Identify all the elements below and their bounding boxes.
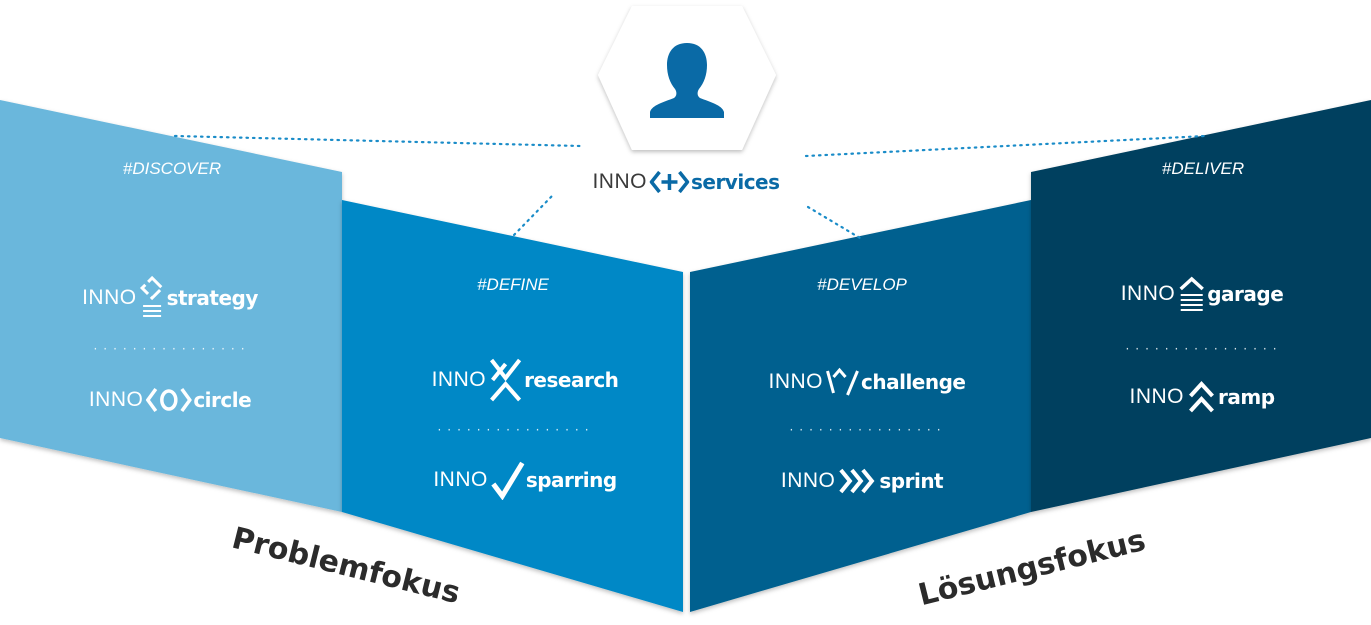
separator-dots: ················ <box>1125 342 1283 356</box>
logo-word: sparring <box>525 468 617 492</box>
panel-develop <box>690 200 1031 612</box>
separator-dots: ················ <box>789 423 947 437</box>
brand-word: services <box>690 170 780 194</box>
brand-prefix: INNO <box>592 170 647 193</box>
logo-inno-ramp: INNO ramp <box>1129 380 1275 414</box>
triple-chevron-icon <box>838 468 874 494</box>
double-chevron-up-icon <box>1188 381 1214 413</box>
logo-word: sprint <box>879 469 944 493</box>
logo-word: research <box>524 368 619 392</box>
separator-dots: ················ <box>437 423 595 437</box>
circle-brackets-icon <box>145 387 192 413</box>
brand-inno-services: INNO services <box>592 169 780 195</box>
dotted-connectors <box>173 134 1207 240</box>
checkmark-icon <box>490 461 524 500</box>
logo-inno-strategy: INNO strategy <box>82 276 258 320</box>
logo-prefix: INNO <box>88 388 144 411</box>
user-icon <box>650 43 724 118</box>
peak-icon <box>825 367 859 396</box>
phase-label-develop: #DEVELOP <box>817 275 907 294</box>
logo-inno-sprint: INNO sprint <box>780 467 944 495</box>
logo-inno-sparring: INNO sparring <box>433 460 617 500</box>
logo-prefix: INNO <box>780 469 836 492</box>
logo-inno-research: INNO research <box>432 358 619 402</box>
phase-label-define: #DEFINE <box>477 275 549 294</box>
logo-prefix: INNO <box>1129 385 1184 408</box>
cross-chevrons-icon <box>489 358 521 402</box>
garage-icon <box>1179 276 1204 311</box>
plus-brackets-icon <box>649 170 689 194</box>
logo-prefix: INNO <box>433 468 488 491</box>
logo-prefix: INNO <box>1120 282 1176 305</box>
logo-word: circle <box>193 388 252 412</box>
logo-prefix: INNO <box>431 368 487 391</box>
logo-prefix: INNO <box>768 370 824 393</box>
panel-discover <box>0 100 342 512</box>
phase-label-discover: #DISCOVER <box>122 159 222 178</box>
logo-word: garage <box>1207 282 1284 306</box>
phase-label-deliver: #DELIVER <box>1161 159 1245 178</box>
logo-word: challenge <box>861 370 966 394</box>
logo-inno-garage: INNO garage <box>1121 276 1284 312</box>
diamond-stack-icon <box>139 276 164 317</box>
separator-dots: ················ <box>93 342 251 356</box>
panel-define <box>342 200 683 612</box>
logo-inno-challenge: INNO challenge <box>769 367 966 397</box>
logo-prefix: INNO <box>82 286 137 309</box>
logo-word: strategy <box>166 286 259 310</box>
logo-inno-circle: INNO circle <box>88 386 252 414</box>
logo-word: ramp <box>1217 385 1275 409</box>
